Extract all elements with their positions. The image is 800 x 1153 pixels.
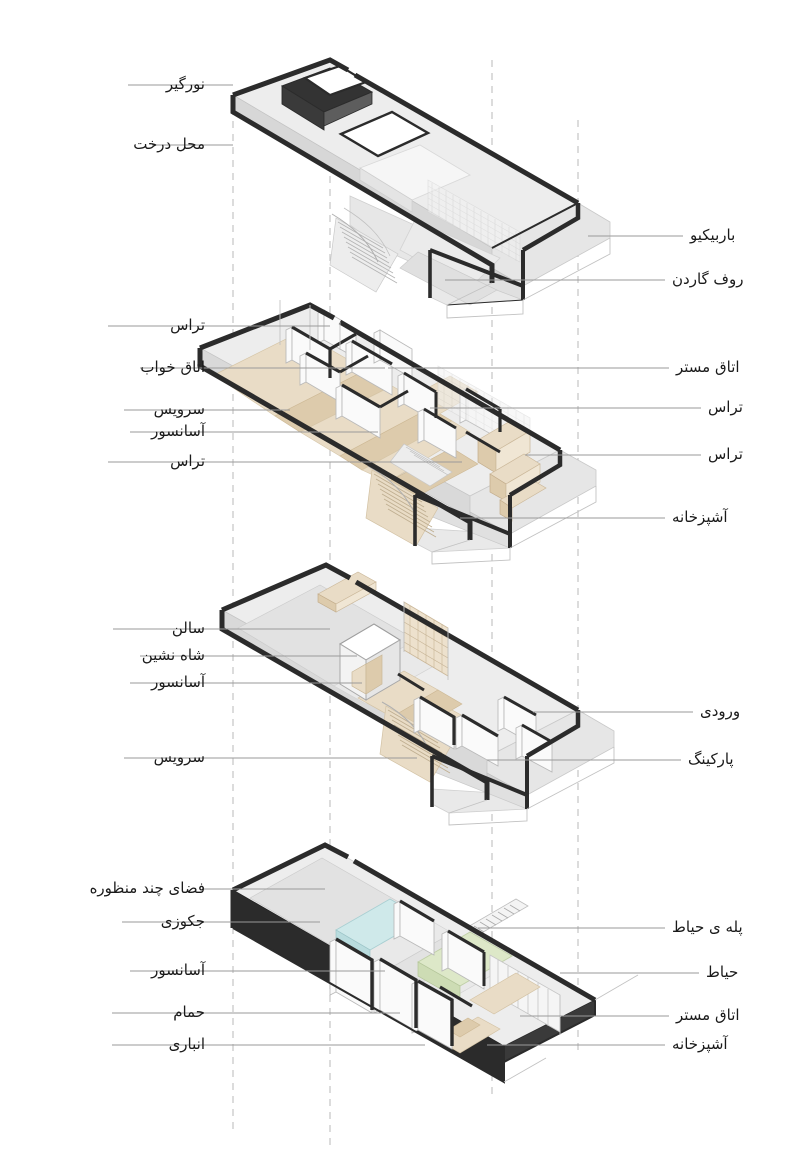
label-shah-neshin: شاه نشین [141,646,205,664]
label-vorudi: ورودی [700,702,741,720]
roof-staircase [329,207,399,293]
basement-thin-edges [503,974,639,1083]
roof-interior-surfaces [349,144,501,306]
label-hammam: حمام [173,1003,205,1021]
label-teras-1: تراس [170,316,205,334]
roof-pergola-screen [427,179,521,263]
label-hayat: حیاط [706,963,739,981]
label-barbikiu: باربیکیو [690,226,736,244]
second-floor-thin-edges [279,300,597,565]
label-noorgir: نورگیر [165,75,205,93]
second-floor-staircase [365,443,453,547]
roof-thin-edges [446,238,611,319]
label-servis-1: سرویس [153,400,205,418]
ground-floor-thin-edges [403,602,615,826]
label-parking: پارکینگ [688,750,734,768]
roof-structural-walls [230,57,581,306]
label-roof-garden: روف گاردن [672,270,744,288]
label-teras-2: تراس [170,452,205,470]
label-servis-2: سرویس [153,748,205,766]
tree-void-opening [338,110,431,158]
label-teras-3: تراس [708,398,743,416]
label-ashpazkhane-2: آشپزخانه [672,1035,728,1053]
ground-floor-structural-walls [219,562,581,809]
label-otagh-master-2: اتاق مستر [676,1006,740,1024]
label-asansor-2: آسانسور [151,673,205,691]
label-otagh-khab: اتاق خواب [140,358,205,376]
label-ashpazkhane-1: آشپزخانه [672,508,728,526]
label-teras-4: تراس [708,445,743,463]
label-pelle-hayat: پله ی حیاط [672,918,743,936]
label-otagh-master-1: اتاق مستر [676,358,740,376]
label-jacuzzi: جکوزی [160,912,205,930]
label-faza-chand-manzure: فضای چند منظوره [89,879,205,897]
label-asansor-1: آسانسور [151,422,205,440]
label-asansor-3: آسانسور [151,961,205,979]
label-anbari: انباری [168,1035,205,1053]
courtyard-staircase [465,898,529,936]
second-floor-structural-walls [197,302,563,548]
elevator-shaft [338,623,402,701]
label-mahal-derakht: محل درخت [133,135,205,153]
basement-structural-walls [230,842,597,1084]
label-salon: سالن [171,619,205,637]
